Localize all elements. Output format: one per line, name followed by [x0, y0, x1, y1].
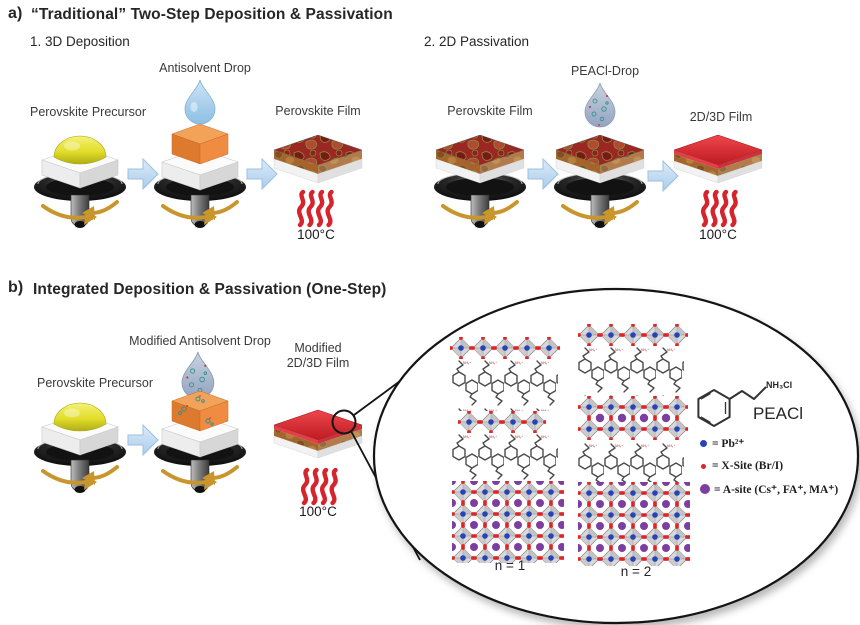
- modified-result-line2: 2D/3D Film: [286, 356, 350, 370]
- station-precursor-b: [32, 402, 128, 495]
- octahedra-row: [458, 411, 546, 433]
- legend-row-xsite: = X-Site (Br/I): [700, 460, 838, 472]
- perovskite-3d-block: [452, 481, 564, 563]
- panel-a-label: a): [8, 5, 23, 22]
- process-arrow: [527, 158, 559, 190]
- modified-drop-label: Modified Antisolvent Drop: [129, 334, 271, 348]
- process-arrow: [127, 424, 159, 456]
- precursor-dome: [53, 402, 107, 432]
- antisolvent-drop-label: Antisolvent Drop: [159, 61, 251, 75]
- film-2d3d-a2: [673, 134, 763, 184]
- panel-b-label: b): [8, 279, 24, 296]
- process-arrow: [647, 160, 679, 192]
- precursor-label-b: Perovskite Precursor: [36, 376, 153, 390]
- organic-spacer: [578, 442, 684, 482]
- process-arrow: [246, 158, 278, 190]
- n1-structure: [450, 337, 564, 563]
- octahedra-row: [578, 324, 688, 346]
- organic-spacer: [452, 359, 558, 411]
- station-antisolvent-a1: [152, 123, 248, 230]
- heat-icon-a1: [299, 192, 332, 225]
- anneal-temp-a2: 100°C: [699, 227, 737, 242]
- peacl-drop-icon: [584, 82, 616, 128]
- octahedra-double-row: [578, 396, 688, 440]
- a-site-dot-icon: [700, 484, 710, 494]
- step1-title: 1. 3D Deposition: [30, 34, 130, 49]
- n2-structure: [578, 324, 690, 566]
- inset-legend: = Pb²⁺ = X-Site (Br/I) = A-site (Cs⁺, FA…: [700, 436, 838, 506]
- precursor-label-a1: Perovskite Precursor: [29, 105, 146, 119]
- perovskite-film-a1: [273, 134, 363, 184]
- legend-pb-text: = Pb²⁺: [712, 438, 745, 450]
- octahedra-row: [450, 337, 560, 359]
- magnifier-circle: [331, 409, 357, 435]
- result-label-a2: 2D/3D Film: [689, 110, 753, 124]
- film-on-coater: [435, 134, 525, 184]
- step2-title: 2. 2D Passivation: [424, 34, 530, 49]
- n1-label: n = 1: [494, 558, 526, 573]
- peacl-molecule: [697, 386, 767, 427]
- ethyl-chain: [729, 386, 767, 400]
- heat-icon-a2: [703, 192, 736, 225]
- legend-row-pb: = Pb²⁺: [700, 436, 838, 450]
- antisolvent-drop-icon: [184, 79, 216, 125]
- modified-result-label: Modified 2D/3D Film: [280, 341, 356, 371]
- legend-row-asite: = A-site (Cs⁺, FA⁺, MA⁺): [700, 482, 838, 496]
- perovskite-3d-block: [578, 482, 690, 566]
- film-label-a2: Perovskite Film: [447, 104, 533, 118]
- peacl-drop-label: PEACl-Drop: [570, 64, 640, 78]
- legend-asite-text: = A-site (Cs⁺, FA⁺, MA⁺): [714, 484, 839, 496]
- station-precursor-a1: [32, 135, 128, 230]
- x-site-dot-icon: [701, 464, 706, 469]
- film-on-coater: [555, 134, 645, 184]
- panel-a-title: “Traditional” Two-Step Deposition & Pass…: [31, 6, 393, 23]
- precursor-dome: [53, 135, 107, 165]
- nh3cl-label: NH₃Cl: [766, 380, 793, 390]
- station-passivation-a2: [552, 134, 648, 230]
- peacl-name: PEACl: [752, 404, 804, 423]
- organic-spacer: [452, 433, 558, 481]
- station-film-a2: [432, 134, 528, 230]
- film-label-a1: Perovskite Film: [275, 104, 361, 118]
- pb-dot-icon: [700, 439, 707, 447]
- organic-spacer: [578, 346, 684, 396]
- panel-b-title: Integrated Deposition & Passivation (One…: [33, 281, 387, 298]
- modified-film-2d3d: [273, 409, 363, 459]
- station-modified-antisolvent-b: [152, 390, 248, 495]
- legend-xsite-text: = X-Site (Br/I): [712, 460, 784, 472]
- modified-result-line1: Modified: [294, 341, 342, 355]
- heat-icon-b: [303, 470, 336, 503]
- anneal-temp-b: 100°C: [299, 504, 337, 519]
- process-arrow: [127, 158, 159, 190]
- anneal-temp-a1: 100°C: [297, 227, 335, 242]
- n2-label: n = 2: [620, 564, 652, 579]
- additive-speckles: [178, 395, 214, 426]
